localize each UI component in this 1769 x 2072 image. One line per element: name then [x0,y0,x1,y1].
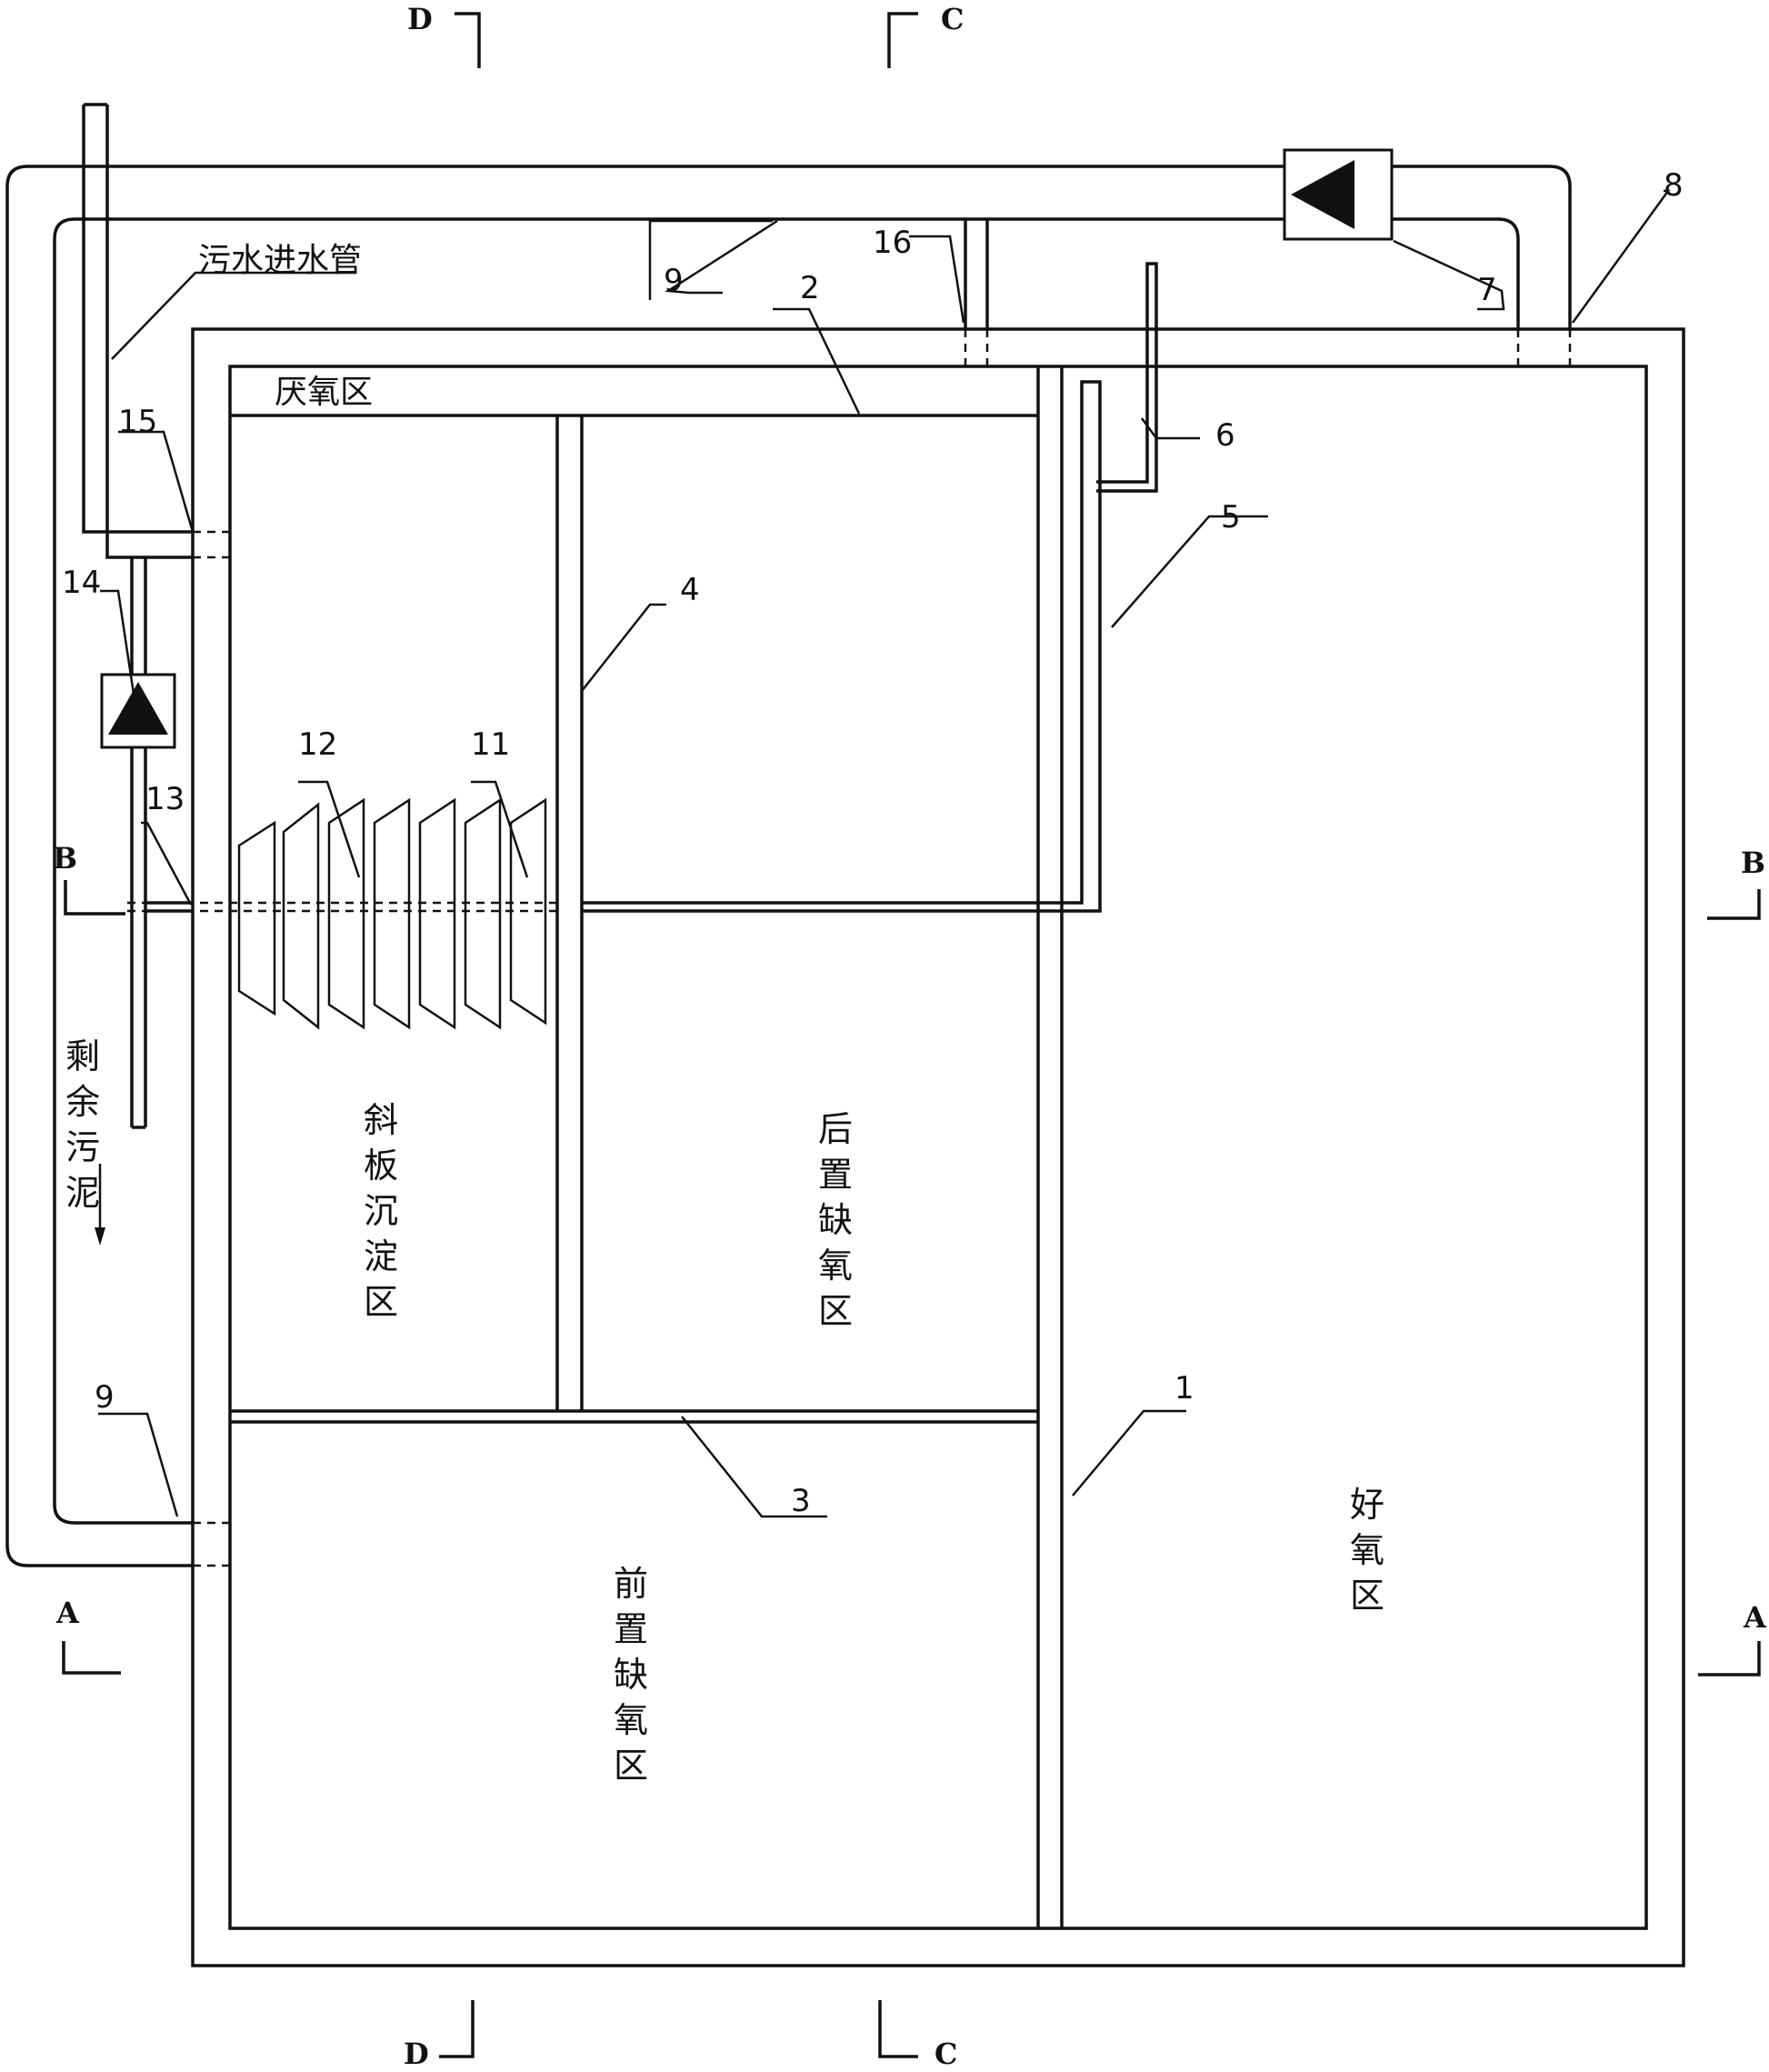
section-c-bottom: C [934,2037,957,2071]
section-c-top: C [941,2,964,36]
svg-text:氧: 氧 [1350,1530,1384,1570]
callout-11: 11 [471,726,510,763]
pipe-16 [964,219,989,366]
svg-text:剩: 剩 [65,1036,100,1076]
svg-text:板: 板 [364,1146,398,1186]
aerobic-zone-label: 好 氧 区 [1350,1485,1384,1616]
callout-4: 4 [680,572,700,608]
callout-14: 14 [62,565,101,601]
sludge-flow-arrow [95,1227,105,1246]
pump-7-icon [1291,160,1354,229]
svg-text:好: 好 [1350,1485,1384,1525]
svg-text:置: 置 [818,1155,853,1195]
sludge-return-inner [53,217,1284,1525]
section-d-bottom: D [404,2037,429,2071]
pump-7 [1283,148,1394,241]
svg-text:前: 前 [614,1564,648,1604]
tank-outer-wall [191,327,1685,1967]
pump-7-outlet-inner [1392,217,1520,329]
inclined-plates [127,797,557,1030]
svg-text:余: 余 [65,1082,100,1122]
svg-text:区: 区 [364,1282,398,1322]
tank [191,327,1685,1967]
svg-text:缺: 缺 [614,1655,648,1695]
callout-8: 8 [1664,167,1684,204]
callout-15: 15 [118,404,157,440]
excess-sludge-pipe [95,557,193,1246]
section-b-left: B [53,841,77,876]
svg-text:斜: 斜 [364,1100,398,1140]
svg-text:区: 区 [818,1291,853,1331]
sludge-return-outer [5,165,1284,1567]
sewage-inlet-pipe [82,103,230,559]
callout-7: 7 [1477,272,1497,308]
excess-sludge-label: 剩 余 污 泥 [65,1036,100,1213]
callout-1: 1 [1174,1370,1194,1406]
callout-16: 16 [873,225,912,261]
callout-3: 3 [791,1483,811,1519]
section-b-right: B [1741,846,1765,880]
svg-text:泥: 泥 [65,1173,100,1213]
partitions [230,366,1064,1928]
inlet-pipe-label: 污水进水管 [198,242,362,279]
svg-text:淀: 淀 [364,1236,398,1276]
svg-text:污: 污 [65,1127,100,1167]
pump-14-icon [108,682,168,735]
callout-9-bottom: 9 [95,1379,115,1416]
callout-9-top: 9 [664,263,684,299]
callout-5: 5 [1221,499,1241,536]
svg-text:置: 置 [614,1609,648,1649]
svg-text:区: 区 [1350,1576,1384,1616]
svg-text:沉: 沉 [364,1191,398,1231]
section-d-top: D [407,2,433,36]
callout-12: 12 [298,726,337,763]
leader-lines [98,189,1671,1518]
sedimentation-zone-label: 斜 板 沉 淀 区 [364,1100,398,1322]
callout-2: 2 [800,270,820,306]
pre-anoxic-zone-label: 前 置 缺 氧 区 [614,1564,648,1786]
anaerobic-zone-label: 厌氧区 [275,374,373,411]
tank-inner-wall [228,365,1648,1930]
svg-text:缺: 缺 [818,1200,853,1240]
svg-text:后: 后 [818,1109,853,1149]
pump-7-outlet-outer [1392,165,1572,329]
aeration-pipes [582,262,1158,913]
zone-labels: 污水进水管 厌氧区 斜 板 沉 淀 区 后 置 缺 氧 区 前 置 缺 氧 区 … [65,242,1384,1786]
section-a-right: A [1743,1600,1767,1635]
svg-text:区: 区 [614,1746,648,1786]
callouts: 2 16 9 6 5 7 8 4 1 3 9 15 14 13 12 11 [62,167,1684,1519]
section-a-left: A [55,1596,80,1630]
return-pipes [5,165,1572,1567]
section-markers: D C B B A A D C [53,2,1767,2071]
post-anoxic-zone-label: 后 置 缺 氧 区 [818,1109,853,1331]
callout-13: 13 [145,781,185,817]
callout-6: 6 [1215,417,1235,454]
svg-text:氧: 氧 [818,1246,853,1286]
svg-text:氧: 氧 [614,1700,648,1740]
